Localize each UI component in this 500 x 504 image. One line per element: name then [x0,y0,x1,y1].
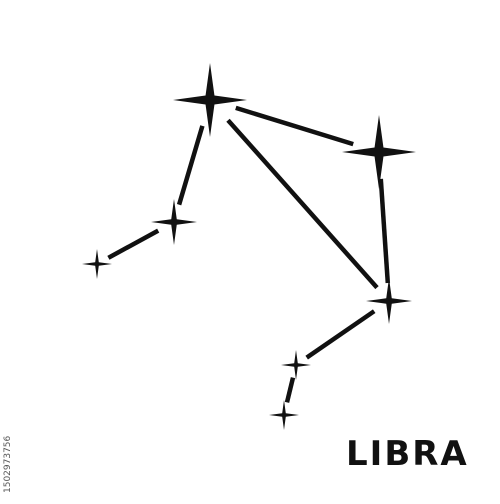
star-right-icon [342,115,416,189]
star-bottom-icon [269,400,299,430]
connection-line-left-mid-to-far-left [107,228,160,260]
connection-line-top-to-left-mid [176,125,205,206]
connection-line-right-to-lower-right [378,178,391,284]
star-left-mid-icon [151,199,197,245]
connection-line-lower-right-to-bottom-mid [305,309,376,360]
star-top-icon [173,63,247,137]
star-bottom-mid-icon [281,350,311,380]
constellation-stars [82,63,416,430]
star-lower-right-icon [366,278,412,324]
constellation-name-label: LIBRA [346,434,469,474]
connection-line-top-to-lower-right [226,118,379,290]
connection-line-bottom-mid-to-bottom [284,377,296,403]
constellation-lines [107,105,391,403]
star-far-left-icon [82,249,112,279]
stock-image-id: 1502973756 [3,435,13,493]
connection-line-top-to-right [235,105,354,147]
